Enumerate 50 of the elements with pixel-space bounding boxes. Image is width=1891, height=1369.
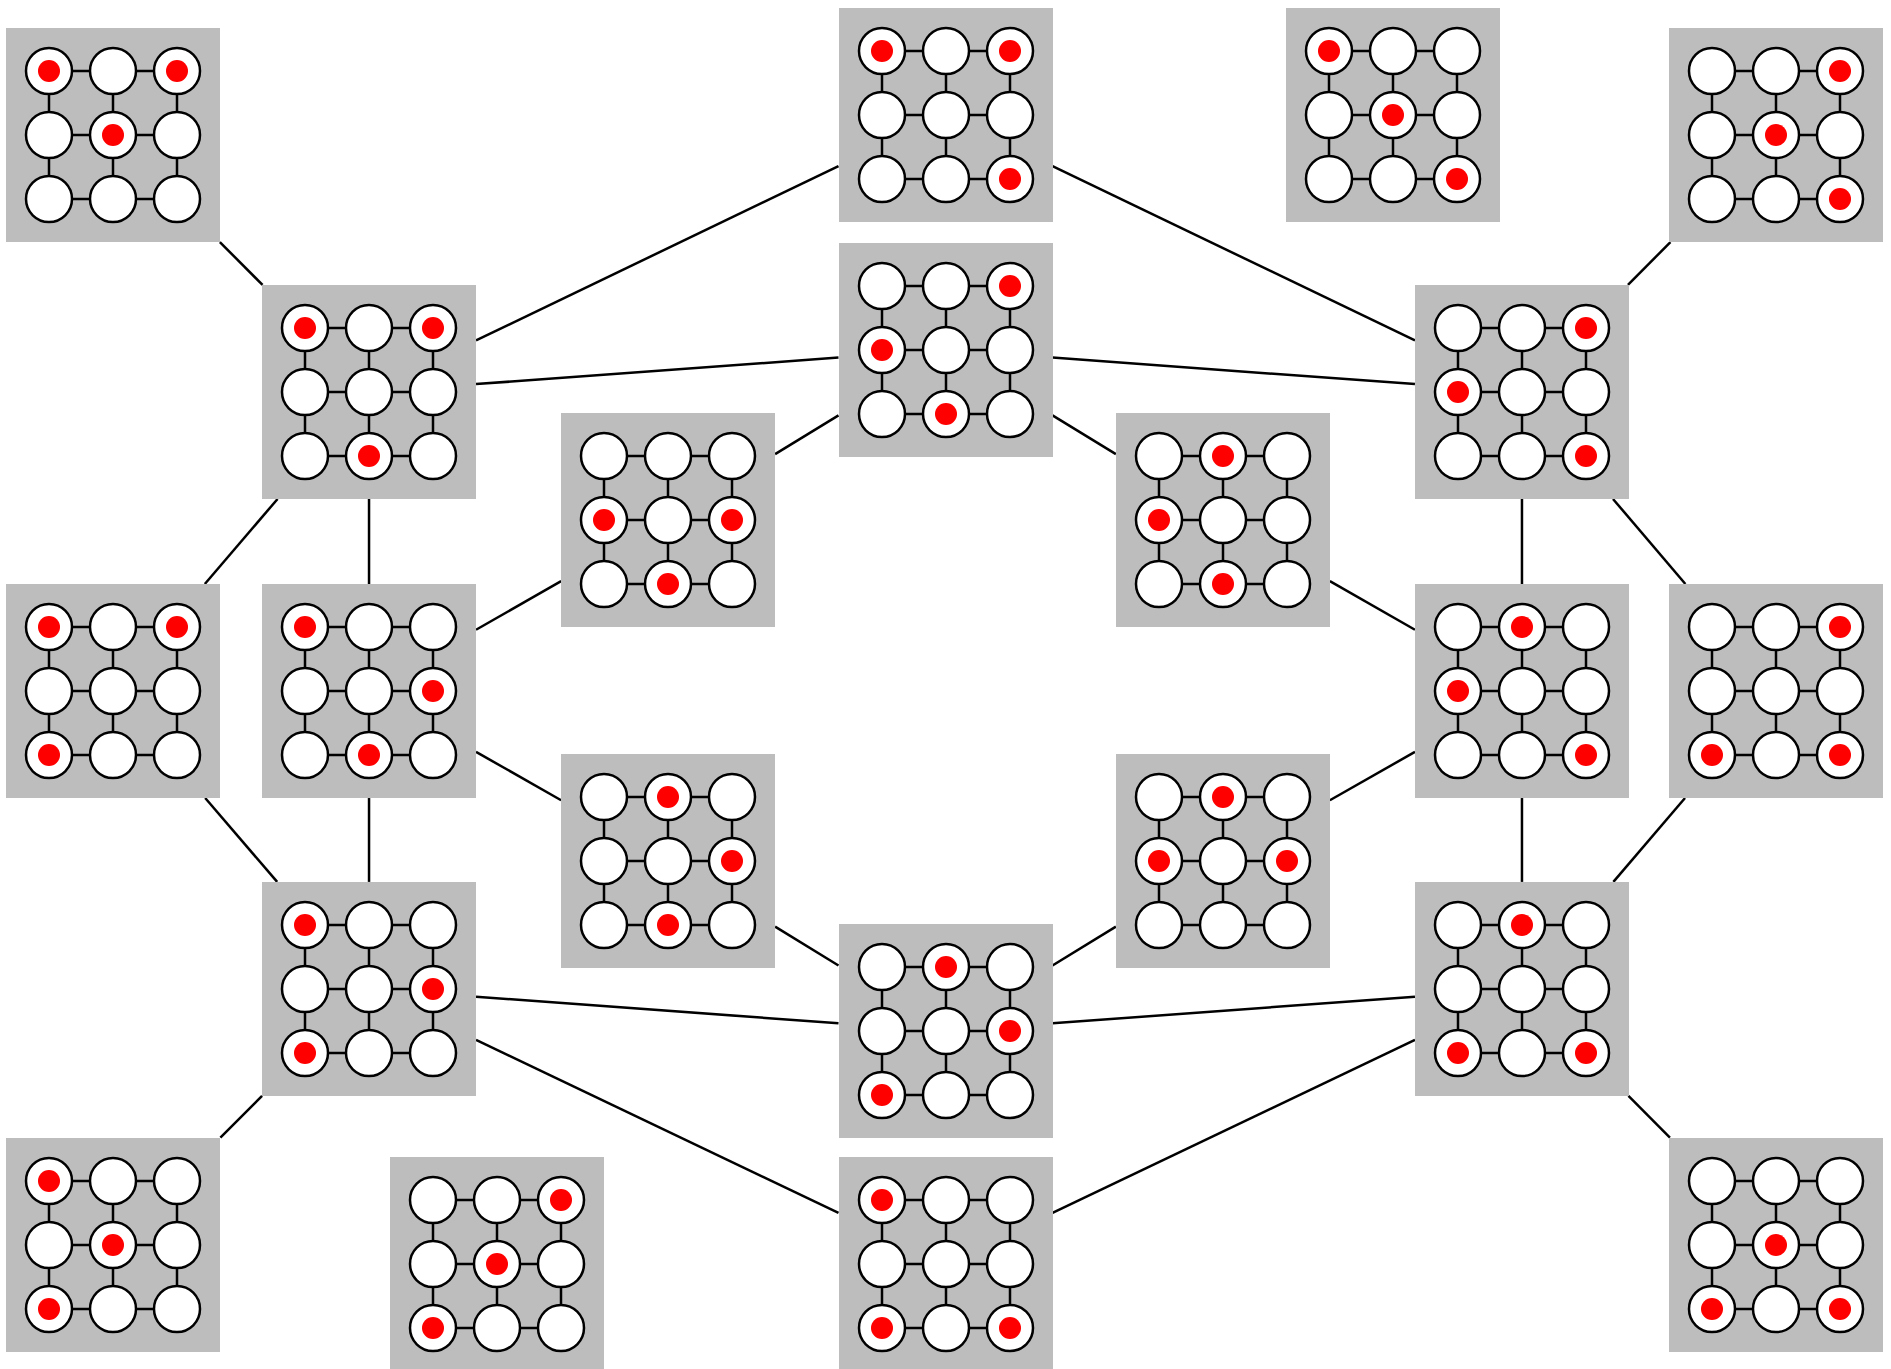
- board-panel: [1414, 584, 1629, 799]
- board-panel: [262, 584, 477, 799]
- board-panel: [6, 28, 221, 243]
- board-panel: [6, 1137, 221, 1352]
- connector-line: [367, 498, 371, 585]
- connector-line: [1052, 356, 1416, 386]
- connector-line: [1520, 798, 1524, 882]
- board-panel: [838, 1156, 1053, 1369]
- connector-line: [475, 750, 562, 802]
- connector-line: [1051, 414, 1117, 456]
- connector-line: [774, 414, 840, 456]
- board-panel: [1285, 7, 1500, 222]
- board-panel: [838, 7, 1053, 222]
- board-panel: [561, 754, 776, 969]
- connector-line: [1627, 1095, 1671, 1139]
- board-panel: [262, 881, 477, 1096]
- connector-line: [774, 925, 840, 967]
- connector-line: [1051, 164, 1416, 342]
- board-panel: [1115, 412, 1330, 627]
- connector-line: [1329, 579, 1416, 631]
- connector-line: [475, 995, 839, 1025]
- connector-line: [367, 798, 371, 882]
- connector-line: [1627, 241, 1672, 286]
- board-panel: [1669, 28, 1884, 243]
- board-panel: [1115, 754, 1330, 969]
- board-panel: [1669, 584, 1884, 799]
- connector-line: [475, 1038, 840, 1214]
- board-panel: [389, 1156, 604, 1369]
- board-panel: [1414, 881, 1629, 1096]
- connector-line: [218, 241, 264, 286]
- board-panel: [1669, 1137, 1884, 1352]
- connector-line: [1612, 498, 1687, 585]
- connector-line: [1051, 925, 1117, 967]
- connector-line: [1052, 995, 1416, 1025]
- connector-line: [1612, 797, 1686, 883]
- connector-line: [475, 579, 562, 631]
- board-panel: [561, 412, 776, 627]
- connector-line: [475, 356, 839, 386]
- connector-line: [1329, 750, 1416, 802]
- board-panel: [838, 242, 1053, 457]
- connector-line: [204, 797, 279, 883]
- connector-line: [219, 1095, 263, 1139]
- board-panel: [1414, 284, 1629, 499]
- board-panel: [838, 924, 1053, 1139]
- board-panel: [6, 584, 221, 799]
- connector-line: [203, 498, 279, 585]
- connector-line: [1520, 498, 1524, 585]
- board-panel: [262, 284, 477, 499]
- connector-line: [475, 164, 840, 342]
- connector-line: [1051, 1038, 1416, 1214]
